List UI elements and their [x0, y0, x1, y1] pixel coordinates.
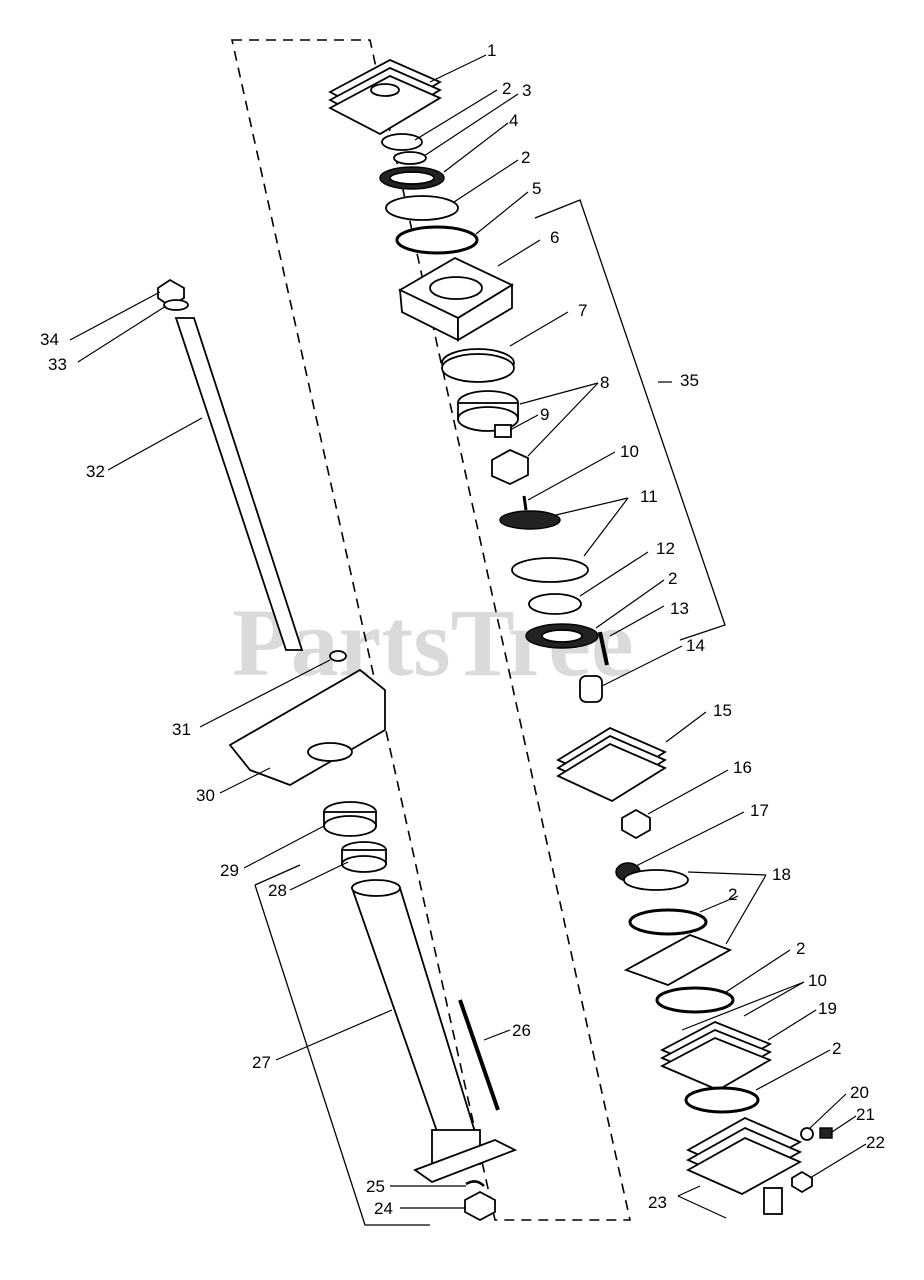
callout-labels: 1 2 3 4 2 5 6 7 8 9 10 11 12 2 13 14 35 …: [40, 41, 885, 1218]
part-2-ring-d: [684, 1086, 760, 1114]
callout-27: 27: [252, 1053, 271, 1072]
part-25-clip: [465, 1180, 485, 1187]
part-20-ball: [800, 1127, 814, 1141]
callout-2c: 2: [668, 569, 677, 588]
part-1-plate-stack: [328, 59, 442, 136]
leader-lines: [69, 54, 867, 1219]
callout-6: 6: [550, 228, 559, 247]
part-18-gasket-plate: [623, 934, 733, 986]
callout-21: 21: [856, 1105, 875, 1124]
part-23-end-cap: [685, 1116, 803, 1215]
part-2-ring-b: [628, 908, 708, 936]
callout-1: 1: [487, 41, 496, 60]
part-7-port-plate: [441, 348, 515, 383]
callout-14: 14: [686, 636, 705, 655]
callout-18: 18: [772, 865, 791, 884]
callout-12: 12: [656, 539, 675, 558]
part-27-tube: [350, 879, 518, 1184]
part-10-pin: [522, 495, 528, 511]
callout-10b: 10: [808, 971, 827, 990]
callout-32: 32: [86, 462, 105, 481]
callout-34: 34: [40, 330, 59, 349]
callout-23: 23: [648, 1193, 667, 1212]
callout-2f: 2: [832, 1039, 841, 1058]
callout-15: 15: [713, 701, 732, 720]
bracket-27: [254, 864, 430, 1226]
part-30-mounting-plate: [228, 668, 386, 786]
callout-33: 33: [48, 355, 67, 374]
part-31-bushing: [329, 650, 347, 662]
part-11-rotor-disc: [499, 510, 561, 530]
part-6-housing: [398, 256, 514, 342]
callout-2e: 2: [796, 939, 805, 958]
part-13-bolt: [598, 631, 609, 666]
part-21-plug: [819, 1127, 833, 1139]
part-2-ring: [385, 195, 459, 221]
callout-28: 28: [268, 881, 287, 900]
callout-3: 3: [522, 81, 531, 100]
part-11-ring: [511, 557, 589, 583]
part-33-washer: [163, 299, 189, 311]
callout-35: 35: [680, 371, 699, 390]
callout-8: 8: [600, 373, 609, 392]
part-12-gear: [528, 593, 582, 615]
callout-17: 17: [750, 801, 769, 820]
part-16-nut: [621, 808, 651, 840]
callout-13: 13: [670, 599, 689, 618]
callout-2b: 2: [521, 148, 530, 167]
callout-19: 19: [818, 999, 837, 1018]
callout-11: 11: [640, 487, 658, 506]
callout-25: 25: [366, 1177, 385, 1196]
part-26-stud: [458, 999, 500, 1111]
part-14-fitting: [579, 675, 603, 703]
callout-31: 31: [172, 720, 191, 739]
callout-2d: 2: [728, 885, 737, 904]
part-28-spacer: [341, 841, 387, 873]
part-24-nut: [464, 1190, 496, 1222]
part-2-ring-c: [655, 986, 735, 1014]
part-2-seal-ring: [381, 133, 423, 151]
callout-4: 4: [509, 111, 518, 130]
callout-7: 7: [578, 301, 587, 320]
callout-9: 9: [540, 405, 549, 424]
part-29-spacer: [323, 801, 377, 837]
part-15-plate-stack: [556, 726, 667, 803]
part-32-shaft: [174, 317, 304, 651]
part-8-inner-rotor: [491, 448, 529, 485]
part-19-plate-stack: [659, 1021, 773, 1092]
callout-22: 22: [866, 1133, 885, 1152]
callout-26: 26: [512, 1021, 531, 1040]
bracket-35: [534, 199, 726, 641]
part-9-key: [494, 424, 512, 438]
part-5-o-ring: [395, 225, 479, 255]
part-3-ring: [393, 151, 427, 165]
callout-20: 20: [850, 1083, 869, 1102]
callout-2: 2: [502, 79, 511, 98]
part-22-nut: [791, 1170, 813, 1194]
part-18-valve-plate: [623, 869, 689, 891]
callout-16: 16: [733, 758, 752, 777]
callout-10: 10: [620, 442, 639, 461]
callout-24: 24: [374, 1199, 393, 1218]
callout-29: 29: [220, 861, 239, 880]
callout-30: 30: [196, 786, 215, 805]
assembly-dashed-outline: [231, 39, 631, 1221]
callout-5: 5: [532, 179, 541, 198]
